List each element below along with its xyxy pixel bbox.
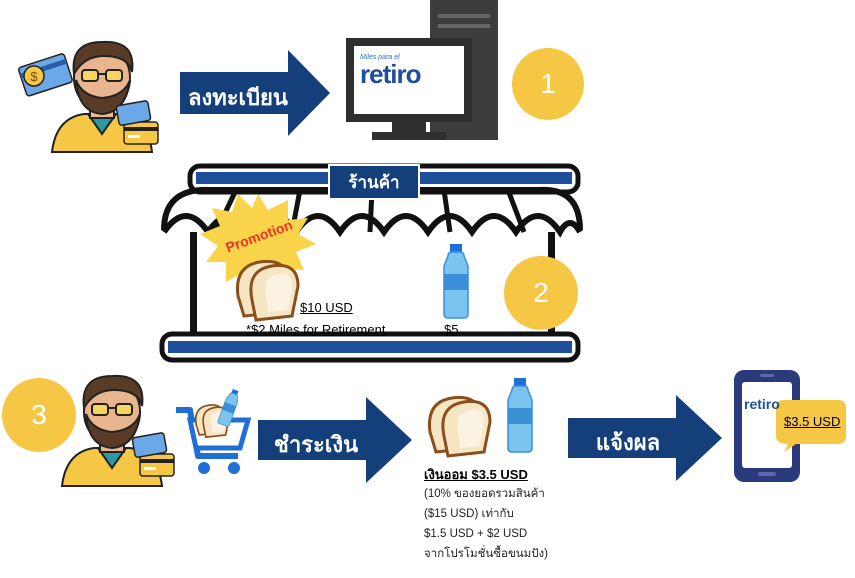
customer-top: $ (18, 40, 159, 153)
register-arrow (180, 50, 330, 136)
water-price: $5 (444, 322, 459, 337)
savings-title: เงินออม $3.5 USD (424, 467, 528, 482)
computer-icon (346, 0, 498, 140)
logo-word: retiro (360, 59, 421, 89)
store-sign: ร้านค้า (328, 164, 420, 200)
bread-price: $10 USD (300, 300, 353, 315)
notify-arrow (568, 395, 722, 481)
savings-line: (10% ของยอดรวมสินค้า (424, 488, 545, 500)
customer-bottom (61, 374, 175, 487)
phone-icon (734, 370, 846, 482)
step-3-badge: 3 (2, 378, 76, 452)
step-2-badge: 2 (504, 256, 578, 330)
savings-line: จากโปรโมชั่นซื้อขนมปัง) (424, 548, 548, 560)
purchased-bread-icon (427, 395, 492, 458)
bread-icon (235, 259, 300, 322)
shopping-cart-icon (176, 387, 252, 474)
logo-small-text: Miles para el (360, 54, 400, 61)
promotion-burst-icon (200, 194, 316, 288)
svg-text:$: $ (30, 69, 38, 84)
register-label: ลงทะเบียน (188, 85, 288, 110)
purchased-water-icon (507, 377, 533, 453)
savings-line: $1.5 USD + $2 USD (424, 528, 528, 540)
phone-amount: $3.5 USD (784, 414, 841, 429)
phone-logo: retiro (744, 396, 780, 412)
pay-arrow (258, 397, 412, 483)
step-1-badge: 1 (512, 48, 584, 120)
bread-bonus: *$2 Miles for Retirement (246, 322, 386, 337)
retiro-logo: Miles para el retiro (360, 54, 458, 98)
water-bottle-icon (443, 243, 469, 319)
pay-label: ชำระเงิน (273, 432, 359, 457)
notify-label: แจ้งผล (595, 430, 661, 455)
savings-line: ($15 USD) เท่ากับ (424, 508, 514, 520)
